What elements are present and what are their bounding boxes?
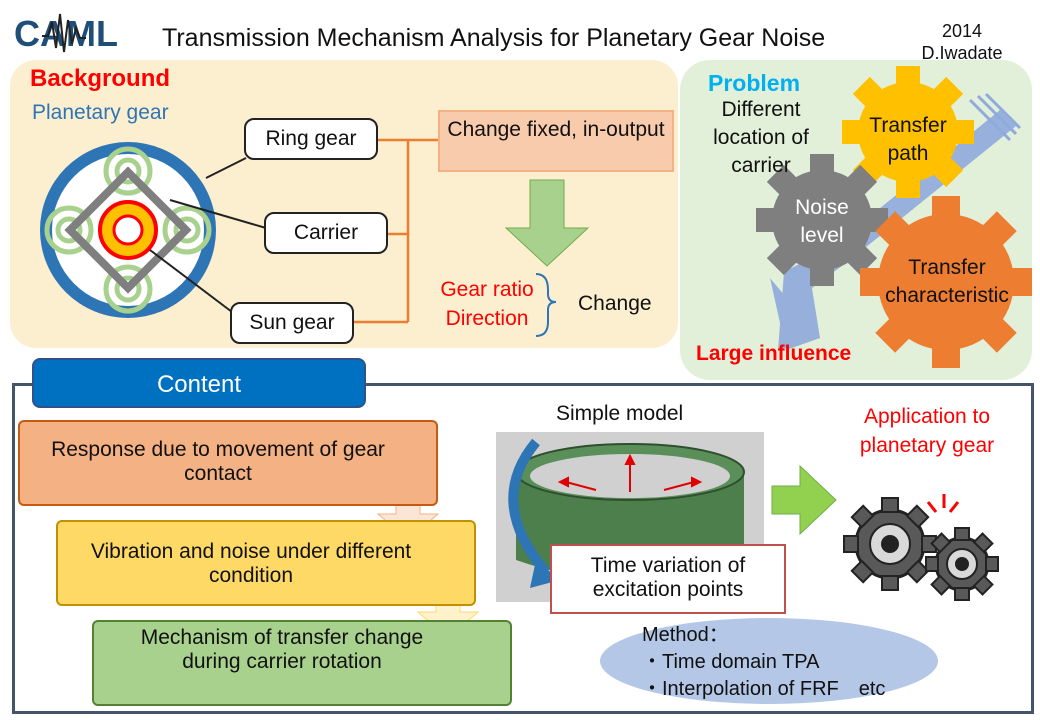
step-2-box: Vibration and noise under different cond… [56, 520, 476, 606]
method-ellipse [600, 618, 938, 704]
direction-label: Direction [445, 307, 529, 330]
problem-heading: Problem [708, 70, 801, 96]
noise-level-label: Noise level [795, 196, 849, 247]
transfer-characteristic-label: Transfer characteristic [885, 256, 1009, 307]
change-fixed-box: Change fixed, in-output [438, 110, 674, 172]
transfer-path-label: Transfer path [869, 114, 947, 165]
method-text: Method： ・Time domain TPA ・Interpolation … [642, 622, 885, 703]
large-influence-label: Large influence [696, 342, 852, 365]
planetary-gear-label: Planetary gear [32, 101, 169, 124]
noise-level-gear [756, 154, 888, 286]
transfer-characteristic-gear [860, 196, 1032, 368]
page-title: Transmission Mechanism Analysis for Plan… [162, 24, 826, 52]
problem-diagram [756, 66, 1032, 368]
background-heading: Background [30, 65, 171, 92]
year-label: 2014 [941, 21, 983, 41]
gear-ratio-label: Gear ratio [440, 278, 534, 301]
transfer-path-gear [842, 66, 974, 198]
method-item-frf: ・Interpolation of FRF etc [642, 678, 886, 700]
author-label: D.Iwadate [921, 43, 1003, 63]
application-label: Application to planetary gear [859, 405, 995, 457]
caml-logo: CAML [14, 13, 118, 54]
method-title: Method： [642, 624, 729, 646]
author-info: 2014 D.Iwadate [912, 20, 1012, 64]
time-variation-box: Time variation of excitation points [550, 544, 786, 614]
change-label: Change [578, 292, 652, 315]
step-1-box: Response due to movement of gear contact [18, 420, 438, 506]
step-3-box: Mechanism of transfer change during carr… [92, 620, 512, 706]
sun-gear-callout: Sun gear [230, 302, 354, 344]
method-item-tpa: ・Time domain TPA [642, 651, 820, 673]
planetary-gear-diagram [40, 138, 590, 337]
gears-icon [843, 494, 999, 601]
carrier-callout: Carrier [264, 212, 388, 254]
carrier-location-text: Different location of carrier [713, 98, 809, 177]
simple-model-label: Simple model [556, 402, 684, 425]
ring-gear-callout: Ring gear [244, 118, 378, 160]
content-tab: Content [32, 358, 366, 408]
content-frame [12, 383, 1034, 714]
